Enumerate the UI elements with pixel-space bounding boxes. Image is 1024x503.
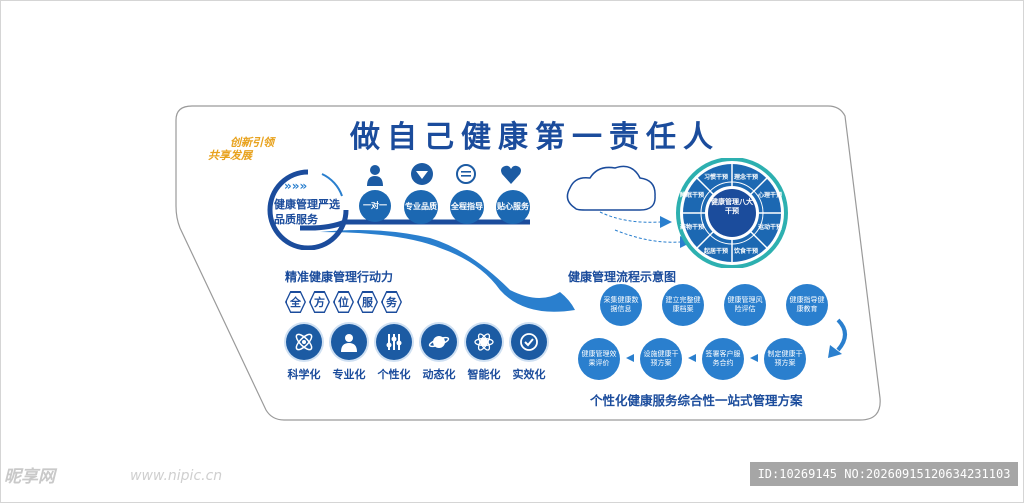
flow-heading: 健康管理流程示意图 — [568, 270, 677, 284]
flow-step-risk-assessment: 健康管理风险评估 — [724, 284, 766, 326]
motivation-heading: 精准健康管理行动力 — [285, 270, 394, 284]
feature-effective: 实效化 — [512, 368, 546, 381]
slider-icon — [376, 324, 412, 360]
badge-caring: 贴心服务 — [496, 190, 530, 224]
planet-icon — [421, 324, 457, 360]
wheel-segment-exercise: 运动干预 — [758, 224, 783, 231]
doctor-icon — [331, 324, 367, 360]
wheel-segment-routine: 起居干预 — [704, 248, 729, 255]
watermark-url: www.nipic.cn — [130, 468, 223, 484]
wheel-segment-habit: 习惯干预 — [704, 174, 729, 181]
wheel-segment-sleep: 睡眠干预 — [680, 192, 705, 199]
flow-step-sign-contract: 签署客户服务合约 — [702, 338, 744, 380]
brain-icon — [466, 324, 502, 360]
chat-icon — [454, 163, 478, 185]
hex-char-2: 方 — [309, 291, 330, 313]
hex-char-4: 服 — [357, 291, 378, 313]
slogan-line2: 共享发展 — [208, 149, 252, 162]
wheel-segment-concept: 理念干预 — [734, 174, 759, 181]
feature-intelligent: 智能化 — [467, 368, 501, 381]
wheel-segment-medicine: 药物干预 — [680, 224, 705, 231]
check-icon — [511, 324, 547, 360]
slogan-line1: 创新引领 — [230, 136, 274, 149]
badge-professional: 专业品质 — [404, 190, 438, 224]
premium-service-line2: 品质服务 — [274, 213, 318, 226]
intervention-wheel — [676, 158, 788, 268]
wheel-segment-diet: 饮食干预 — [734, 248, 759, 255]
feature-professional: 专业化 — [332, 368, 366, 381]
wheel-center-label: 健康管理八大干预 — [711, 198, 753, 216]
flow-step-make-plan: 制定健康干预方案 — [764, 338, 806, 380]
flow-step-build-record: 建立完整健康档案 — [662, 284, 704, 326]
flow-step-implement-plan: 设施健康干预方案 — [640, 338, 682, 380]
page-title: 做自己健康第一责任人 — [350, 120, 720, 155]
badge-one-on-one: 一对一 — [359, 190, 391, 222]
wheel-segment-psychology: 心理干预 — [758, 192, 783, 199]
bottom-tagline: 个性化健康服务综合性一站式管理方案 — [590, 393, 803, 408]
svg-text:»»»: »»» — [284, 179, 307, 193]
feature-personalized: 个性化 — [377, 368, 411, 381]
badge-guidance: 全程指导 — [450, 190, 484, 224]
flow-step-guidance-education: 健康指导健康教育 — [786, 284, 828, 326]
heart-icon — [500, 165, 522, 185]
atom-icon — [286, 324, 322, 360]
feature-scientific: 科学化 — [287, 368, 321, 381]
flow-step-collect-data: 采集健康数据信息 — [600, 284, 642, 326]
flow-step-effect-evaluation: 健康管理效果评价 — [578, 338, 620, 380]
user-icon — [366, 164, 384, 186]
hex-char-5: 务 — [381, 291, 402, 313]
feature-dynamic: 动态化 — [422, 368, 456, 381]
hex-char-3: 位 — [333, 291, 354, 313]
diamond-icon — [410, 163, 434, 185]
watermark-id: ID:10269145 NO:20260915120634231103 — [750, 462, 1018, 486]
hex-char-1: 全 — [285, 291, 306, 313]
premium-service-line1: 健康管理严选 — [274, 198, 340, 211]
premium-service-emblem: »»» — [267, 169, 349, 250]
watermark-brand: 昵享网 — [4, 467, 55, 487]
